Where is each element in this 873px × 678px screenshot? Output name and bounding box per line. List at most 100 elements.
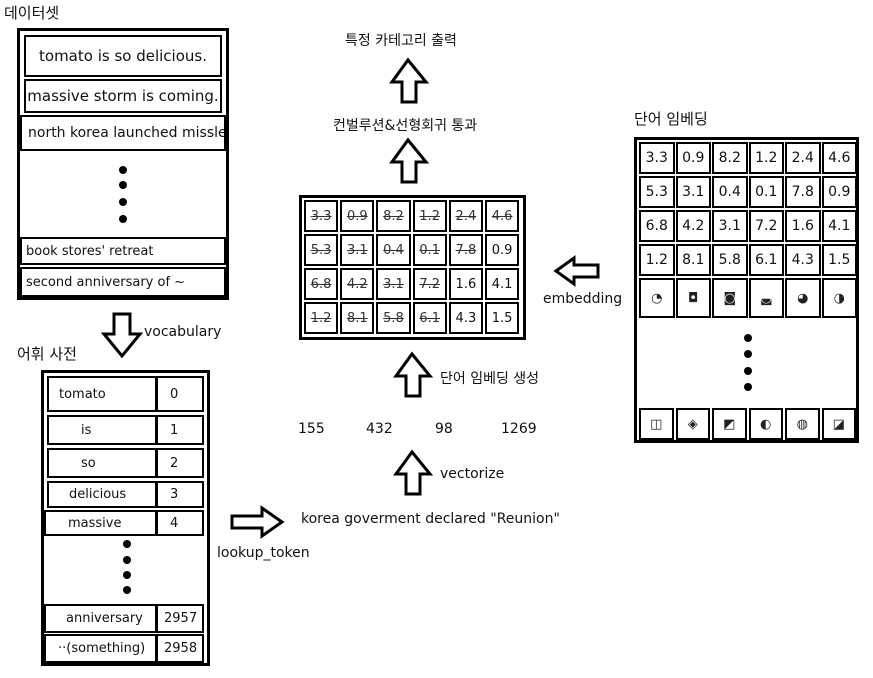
matrix-cell: 8.2 [376,200,411,232]
ellipsis-dot [744,334,752,342]
embedding-cell: 1.5 [821,244,857,276]
matrix-cell: 4.6 [485,200,520,232]
vocab-word: so [47,448,157,478]
matrix-cell: 3.1 [376,268,411,300]
vocab-word: tomato [47,376,157,412]
matrix-cell: 1.6 [448,268,483,300]
ellipsis-dot [744,383,752,391]
scribble-cell: ◛ [748,278,784,318]
token-id: 98 [435,421,453,437]
ellipsis-dot [123,586,131,594]
vocab-word: anniversary [44,604,157,633]
embedding-cell: 3.1 [712,210,748,242]
embedding-cell: 8.1 [675,244,711,276]
embedding-cell: 5.8 [712,244,748,276]
scribble-cell: ◫ [639,408,674,440]
embedding-cell: 1.2 [748,142,784,174]
token-id: 1269 [501,421,537,437]
up-arrow-icon [393,351,434,398]
embedding-label: embedding [543,291,623,307]
vocab-id: 3 [156,481,204,508]
matrix-cell: 7.8 [448,234,483,266]
embedding-cell: 5.3 [639,176,675,208]
dataset-title: 데이터셋 [4,4,60,22]
scribble-cell: ◩ [712,408,747,440]
scribble-cell: ◈ [675,408,710,440]
scribble-cell: ◘ [675,278,711,318]
vocab-id: 0 [156,376,204,412]
dataset-row: book stores' retreat [20,237,226,265]
embedding-cell: 4.6 [821,142,857,174]
input-sentence: korea goverment declared "Reunion" [301,511,560,527]
scribble-cell: ◪ [821,408,856,440]
matrix-cell: 1.2 [412,200,447,232]
matrix-cell: 4.3 [448,302,483,334]
embedding-cell: 6.1 [748,244,784,276]
embedding-cell: 6.8 [639,210,675,242]
matrix-cell: 7.2 [412,268,447,300]
ellipsis-dot [119,166,127,174]
matrix-cell: 1.5 [485,302,520,334]
word-embedding-title: 단어 임베딩 [634,110,708,128]
vocab-word: delicious [47,481,157,508]
matrix-cell: 3.3 [304,200,339,232]
embedding-cell: 7.2 [748,210,784,242]
matrix-cell: 0.1 [412,234,447,266]
embedding-cell: 1.2 [639,244,675,276]
embedding-cell: 7.8 [785,176,821,208]
lookup-token-label: lookup_token [217,545,310,561]
matrix-cell: 0.9 [485,234,520,266]
embedding-cell: 2.4 [785,142,821,174]
embedding-cell: 0.4 [712,176,748,208]
embedding-cell: 0.9 [675,142,711,174]
scribble-cell: ◔ [639,278,675,318]
down-arrow-icon [100,312,144,359]
dataset-table: tomato is so delicious. massive storm is… [17,28,229,300]
right-arrow-icon [230,505,285,539]
ellipsis-dot [744,367,752,375]
embedding-cell: 8.2 [712,142,748,174]
vocab-word: is [47,415,157,445]
matrix-cell: 5.8 [376,302,411,334]
vocab-id: 2 [156,448,204,478]
embedding-cell: 3.1 [675,176,711,208]
ellipsis-dot [119,215,127,223]
scribble-cell: ◍ [785,408,820,440]
embedding-cell: 3.3 [639,142,675,174]
matrix-cell: 6.1 [412,302,447,334]
matrix-cell: 1.2 [304,302,339,334]
dataset-row: north korea launched missle. [20,115,226,151]
vocab-id: 2957 [156,604,204,633]
dataset-row: second anniversary of ~ [20,267,226,297]
ellipsis-dot [119,181,127,189]
embedding-cell: 4.3 [785,244,821,276]
vocab-word: massive [44,510,157,536]
conv-linear-label: 컨벌루션&선형회귀 통과 [333,118,478,134]
vocabulary-label: vocabulary [144,324,222,340]
generate-embedding-label: 단어 임베딩 생성 [440,371,540,387]
dataset-row: tomato is so delicious. [24,35,222,77]
vocab-title: 어휘 사전 [17,345,77,363]
ellipsis-dot [123,571,131,579]
vocab-word: ··(something) [44,634,157,663]
token-id: 432 [366,421,393,437]
vocab-id: 2958 [156,634,204,663]
embedding-cell: 4.1 [821,210,857,242]
dataset-row: massive storm is coming. [24,79,222,113]
vectorize-label: vectorize [440,466,505,482]
scribble-cell: ◙ [712,278,748,318]
matrix-cell: 5.3 [304,234,339,266]
embedding-cell: 1.6 [785,210,821,242]
matrix-cell: 4.2 [340,268,375,300]
embedding-cell: 4.2 [675,210,711,242]
matrix-cell: 2.4 [448,200,483,232]
up-arrow-icon [389,137,430,184]
matrix-cell: 0.4 [376,234,411,266]
ellipsis-dot [119,198,127,206]
ellipsis-dot [744,350,752,358]
embedding-cell: 0.1 [748,176,784,208]
ellipsis-dot [123,556,131,564]
embedding-cell: 0.9 [821,176,857,208]
scribble-cell: ◕ [785,278,821,318]
